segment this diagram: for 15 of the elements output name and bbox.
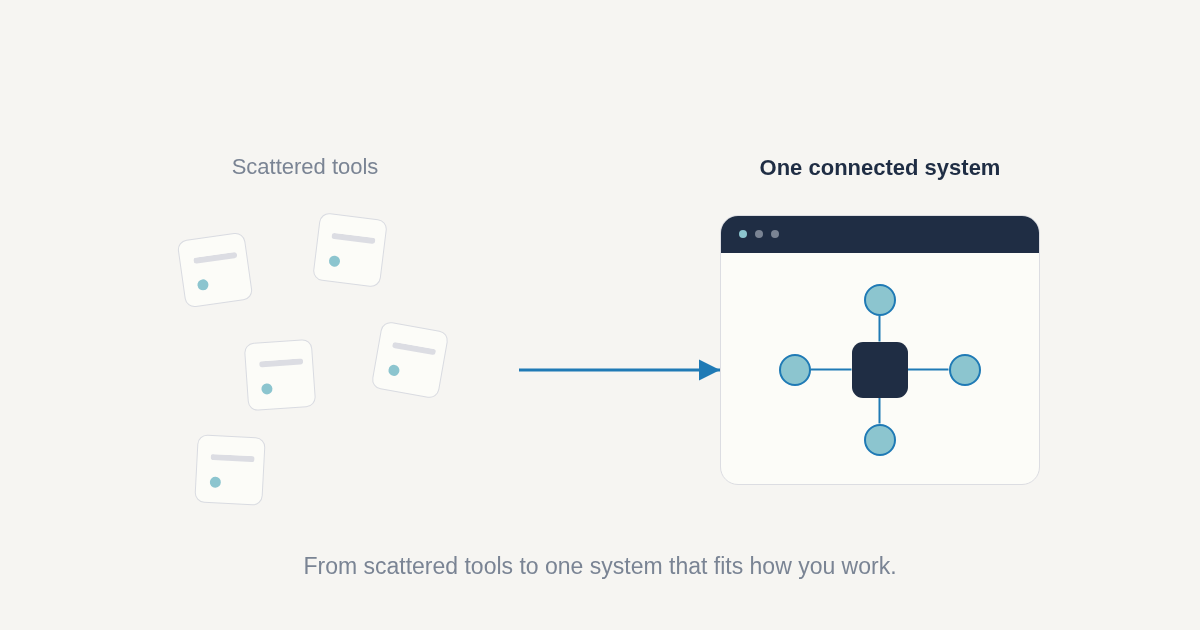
connector-line [878, 314, 881, 343]
hub-square [851, 341, 908, 398]
caption: From scattered tools to one system that fits how you work. [303, 552, 897, 580]
node-circle [778, 353, 811, 386]
arrow [519, 359, 720, 381]
node-circle [863, 423, 896, 456]
connector-line [809, 368, 853, 371]
node-circle [948, 353, 981, 386]
tool-card [194, 434, 266, 506]
connector-line [906, 368, 950, 371]
heading: Scattered tools [231, 154, 379, 180]
node-circle [863, 283, 896, 316]
heading: One connected system [759, 155, 1001, 181]
connector-line [878, 396, 881, 425]
tool-card [243, 338, 317, 412]
